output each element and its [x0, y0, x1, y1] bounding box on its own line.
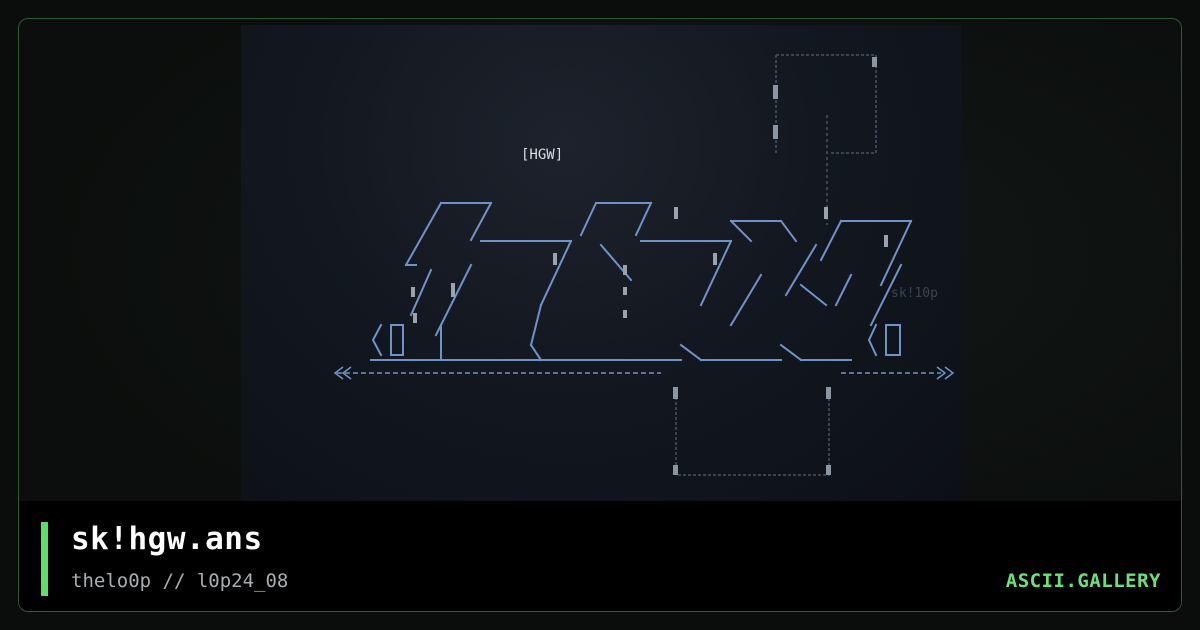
- preview-card: [HGW]: [18, 18, 1182, 612]
- ansi-artwork: [HGW]: [241, 25, 961, 501]
- accent-bar: [41, 522, 48, 596]
- artwork-credit: thelo0p // l0p24_08: [71, 570, 289, 592]
- ansi-art-canvas: [HGW]: [333, 54, 955, 476]
- artwork-title: sk!hgw.ans: [71, 521, 263, 557]
- art-tag: [HGW]: [521, 147, 563, 163]
- art-signature: sk!10p: [891, 286, 938, 301]
- site-brand[interactable]: ASCII.GALLERY: [1005, 570, 1161, 592]
- info-footer: sk!hgw.ans thelo0p // l0p24_08 ASCII.GAL…: [19, 501, 1181, 611]
